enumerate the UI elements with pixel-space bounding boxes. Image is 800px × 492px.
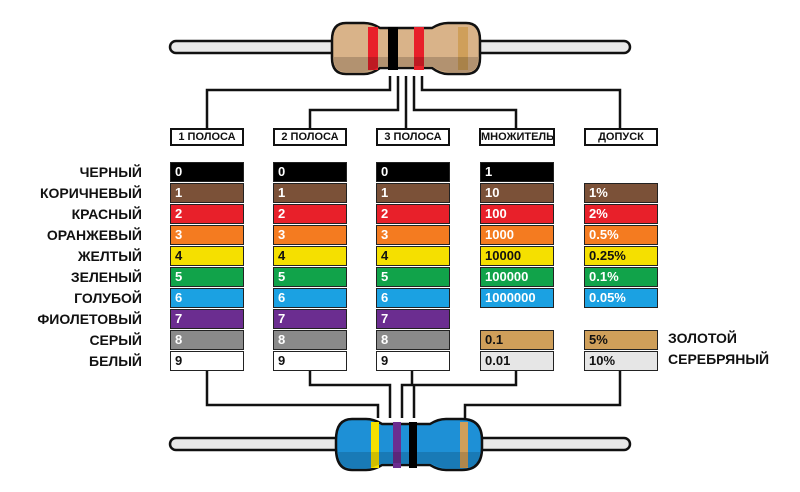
top-resistor-band-1 [368,27,378,70]
header-band1: 1 ПОЛОСА [170,128,244,146]
multiplier-cell: 10000 [480,246,554,266]
band2-cell: 4 [273,246,347,266]
bottom-resistor-shade [338,452,480,468]
band2-cell: 6 [273,288,347,308]
top-resistor-band-2 [388,27,398,70]
tolerance-cell: 0.05% [584,288,658,308]
connector-bottom-band3 [400,368,414,418]
header-band2: 2 ПОЛОСА [273,128,347,146]
band1-cell: 5 [170,267,244,287]
tolerance-cell: 2% [584,204,658,224]
color-name-label: КРАСНЫЙ [71,206,142,222]
bottom-lead-right [476,436,632,452]
band3-cell: 7 [376,309,450,329]
color-name-list: ЧЕРНЫЙ КОРИЧНЕВЫЙ КРАСНЫЙ ОРАНЖЕВЫЙ ЖЕЛТЫЙ ЗЕ… [20,162,142,372]
band3-cell: 6 [376,288,450,308]
connector-top-tolerance [420,76,622,128]
band1-cell: 4 [170,246,244,266]
connector-bottom-band1 [205,368,380,418]
color-name-label: ЧЕРНЫЙ [79,164,142,180]
band2-cell: 1 [273,183,347,203]
color-name-label: ЖЕЛТЫЙ [77,248,142,264]
tolerance-cell: 5% [584,330,658,350]
band3-cell: 0 [376,162,450,182]
multiplier-cell: 100 [480,204,554,224]
top-resistor-shade [334,57,478,72]
band2-cell: 9 [273,351,347,371]
connector-top-multiplier [412,76,518,128]
band3-cell: 8 [376,330,450,350]
top-resistor [168,21,632,76]
extra-name-silver: СЕРЕБРЯНЫЙ [668,351,770,367]
band2-cell: 0 [273,162,347,182]
multiplier-cell: 0.01 [480,351,554,371]
band1-cell: 7 [170,309,244,329]
connector-bottom-multiplier [412,368,518,418]
multiplier-cell: 0.1 [480,330,554,350]
connector-bottom-band2 [308,368,392,418]
bottom-resistor-band-1 [371,422,379,468]
band3-cell: 4 [376,246,450,266]
band1-cell: 0 [170,162,244,182]
band2-cell: 8 [273,330,347,350]
header-tolerance: ДОПУСК [584,128,658,146]
multiplier-cell: 100000 [480,267,554,287]
bottom-lead-left [168,436,340,452]
header-band3: 3 ПОЛОСА [376,128,450,146]
extra-name-gold: ЗОЛОТОЙ [668,330,737,346]
multiplier-cell: 10 [480,183,554,203]
band3-cell: 2 [376,204,450,224]
connector-bottom-tolerance [463,368,622,418]
band1-cell: 8 [170,330,244,350]
band1-cell: 1 [170,183,244,203]
multiplier-cell: 1000000 [480,288,554,308]
top-lead-right [474,39,632,55]
color-name-label: ОРАНЖЕВЫЙ [46,227,142,243]
color-name-label: БЕЛЫЙ [89,353,142,369]
band2-cell: 7 [273,309,347,329]
band2-cell: 2 [273,204,347,224]
tolerance-cell: 1% [584,183,658,203]
connector-top-band2 [308,76,400,128]
bottom-resistor-band-2 [393,422,401,468]
band3-cell: 9 [376,351,450,371]
color-name-label: ГОЛУБОЙ [74,290,142,306]
color-name-label: КОРИЧНЕВЫЙ [40,185,142,201]
color-name-label: СЕРЫЙ [89,332,142,348]
band2-cell: 3 [273,225,347,245]
bottom-resistor-band-4 [460,422,468,468]
band1-cell: 6 [170,288,244,308]
top-resistor-band-3 [414,27,424,70]
multiplier-cell: 1 [480,162,554,182]
color-name-label: ЗЕЛЕНЫЙ [70,269,142,285]
color-name-label: ФИОЛЕТОВЫЙ [37,311,142,327]
band3-cell: 5 [376,267,450,287]
band3-cell: 3 [376,225,450,245]
top-resistor-band-4 [458,27,468,70]
connector-lines [205,76,622,418]
tolerance-cell: 0.5% [584,225,658,245]
tolerance-cell: 0.25% [584,246,658,266]
top-lead-left [168,39,338,55]
band1-cell: 2 [170,204,244,224]
multiplier-cell: 1000 [480,225,554,245]
tolerance-column: 1%2%0.5%0.25%0.1%0.05% 5%10% [584,162,658,372]
tolerance-cell: 10% [584,351,658,371]
connector-top-band1 [205,76,392,128]
bottom-resistor [168,417,632,472]
header-multiplier: МНОЖИТЕЛЬ [479,128,555,146]
band1-cell: 3 [170,225,244,245]
band1-cell: 9 [170,351,244,371]
tolerance-cell: 0.1% [584,267,658,287]
band3-cell: 1 [376,183,450,203]
bottom-resistor-band-3 [409,422,417,468]
band2-cell: 5 [273,267,347,287]
